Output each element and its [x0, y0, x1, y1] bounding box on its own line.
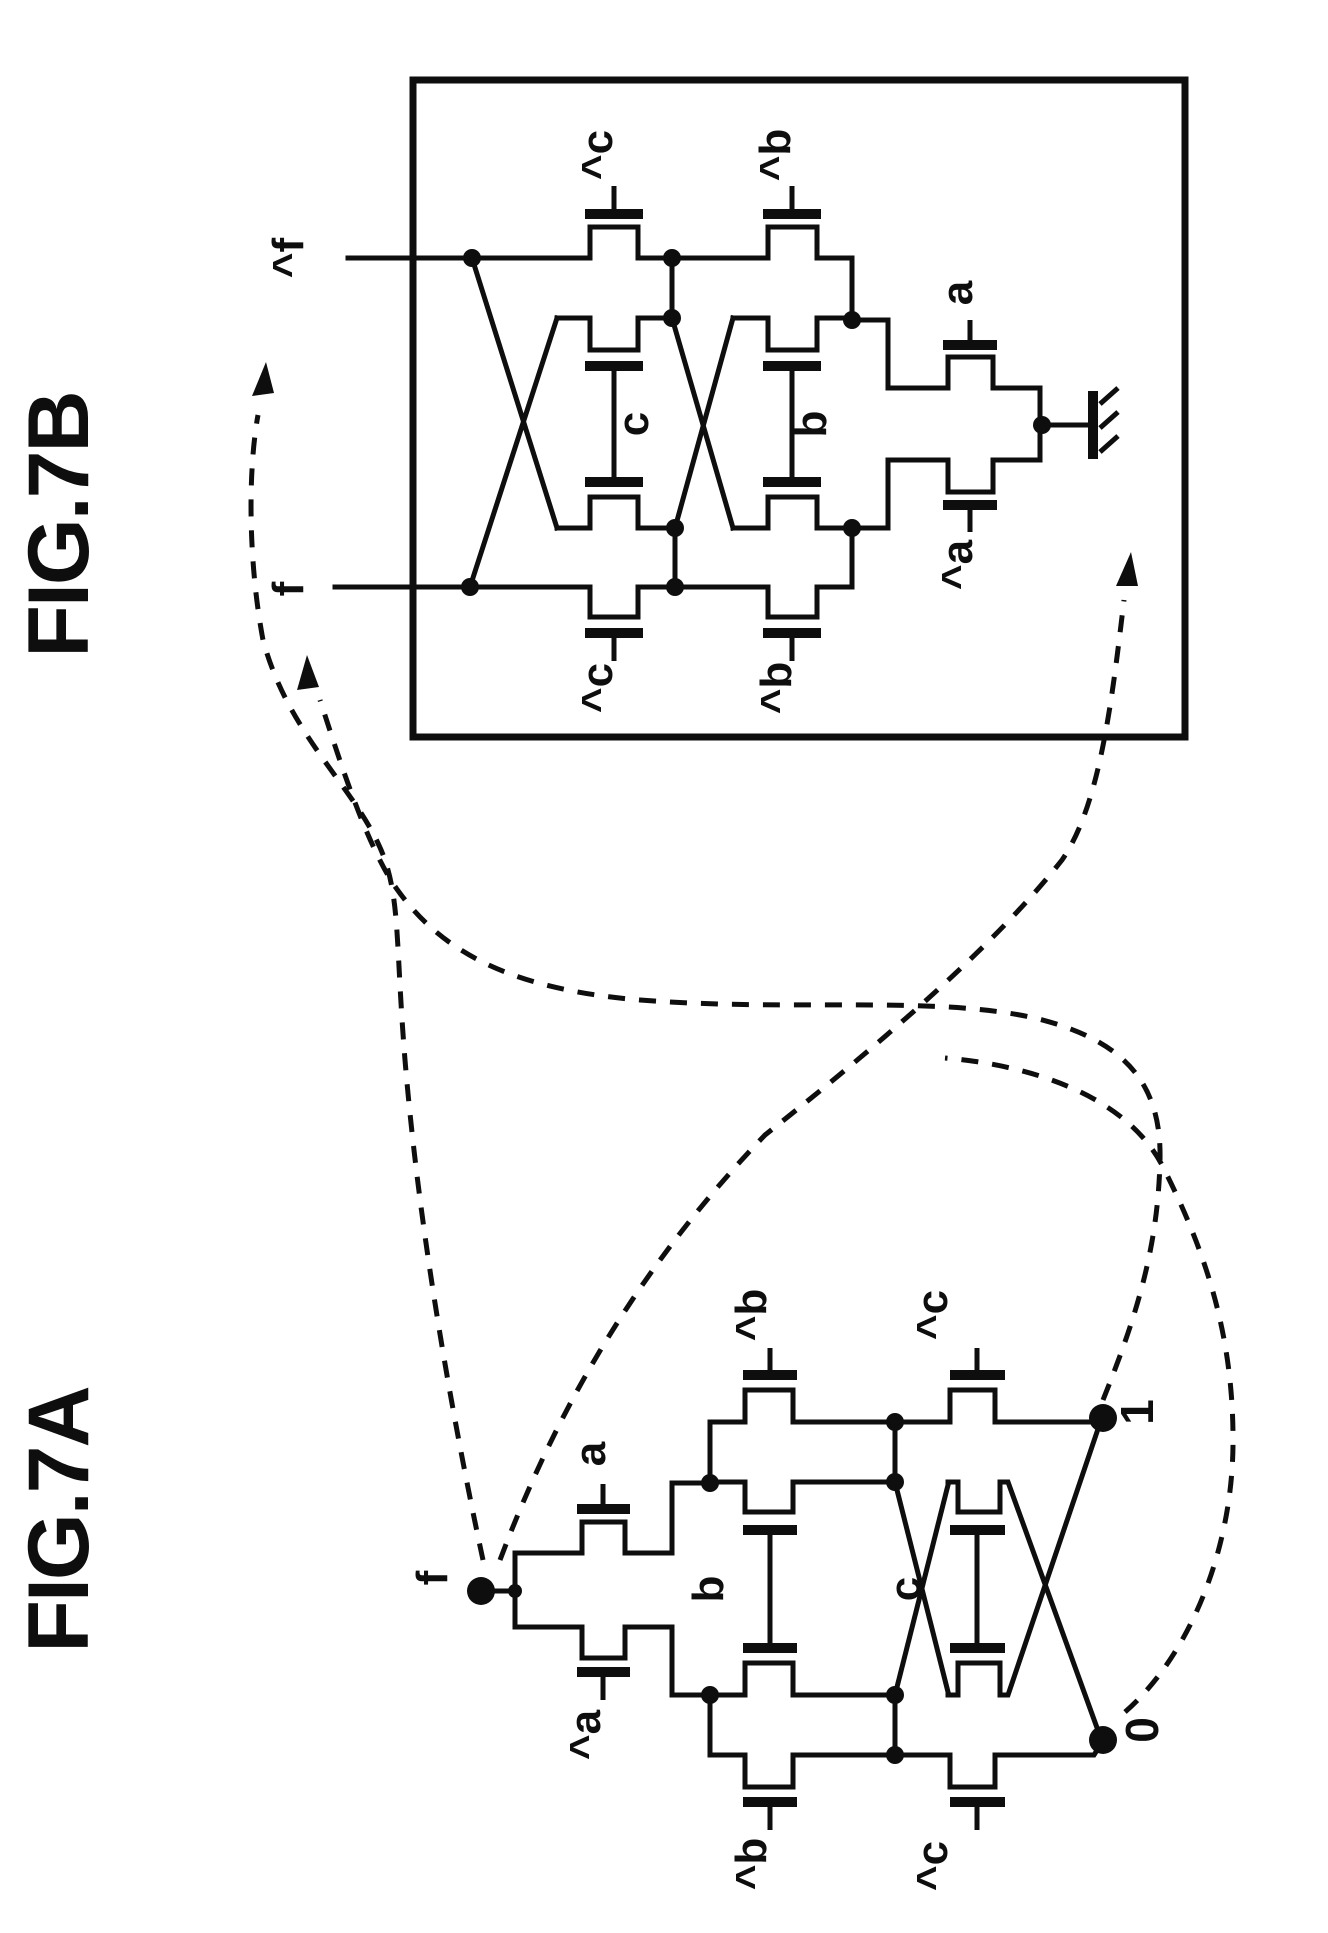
a-top-channel	[512, 1480, 713, 1556]
junction-dot	[666, 519, 684, 537]
cross-diagonal	[468, 254, 561, 532]
gate-label-a-bottom: ^a	[561, 1709, 610, 1760]
fig7a-circuit: FIG.7A	[11, 1289, 1168, 1891]
cross-diagonal	[891, 1481, 952, 1699]
fbar-output-label: ^f	[264, 237, 313, 278]
gate-label-b-bottom: ^b	[752, 662, 801, 715]
junction-dot	[886, 1686, 904, 1704]
fig7b-title: FIG.7B	[11, 392, 107, 657]
gate-label-a-top: a	[933, 280, 982, 305]
gate-label-a-bottom: ^a	[933, 539, 982, 590]
gate-label-b-top: ^b	[751, 129, 800, 182]
a-top-channel	[849, 317, 1043, 428]
b-lower-mid-channel	[707, 1660, 898, 1758]
cross-diagonal	[671, 314, 737, 532]
dashed-curve-f-to-ground	[497, 599, 1127, 1561]
fig7b-box	[409, 76, 1189, 741]
fbar-rail	[345, 224, 855, 323]
b-top-channel	[707, 1387, 898, 1486]
dashed-curve-zero-arc	[944, 1055, 1236, 1714]
junction-dot	[463, 249, 481, 267]
fig7a-title: FIG.7A	[11, 1387, 107, 1652]
junction-dot	[663, 309, 681, 327]
junction-dot	[508, 1584, 522, 1598]
a-bottom-channel	[512, 1624, 713, 1698]
fig7b-circuit: FIG.7B	[11, 76, 1189, 741]
gate-label-b-mid: b	[684, 1576, 733, 1603]
c-upper-mid-channel	[945, 1479, 1104, 1740]
junction-dot	[1033, 416, 1051, 434]
c-lower-mid-channel	[945, 1422, 1103, 1698]
b-bottom-channel	[707, 1692, 898, 1790]
dashed-arrowhead-icon	[297, 655, 319, 690]
terminal-dot-zero	[1089, 1726, 1117, 1754]
one-terminal-label: 1	[1111, 1399, 1163, 1425]
f-terminal-label: f	[408, 1570, 457, 1585]
c-bottom-channel	[892, 1740, 1105, 1790]
junction-dot	[666, 578, 684, 596]
terminal-dot-f	[467, 1577, 495, 1605]
c-top-channel	[892, 1387, 1107, 1425]
b-upper-mid-channel	[707, 1419, 898, 1515]
b-upper-mid-channel	[730, 315, 855, 353]
dashed-arrowhead-icon	[1116, 552, 1138, 586]
gate-label-c-bottom: ^c	[908, 1841, 957, 1891]
junction-dot	[886, 1746, 904, 1764]
junction-dot	[886, 1473, 904, 1491]
gate-label-c-top: ^c	[573, 130, 622, 180]
terminal-dot-one	[1089, 1404, 1117, 1432]
f-output-label: f	[264, 581, 313, 596]
junction-dot	[701, 1686, 719, 1704]
junction-dot	[701, 1474, 719, 1492]
cross-diagonal	[466, 314, 561, 591]
junction-dot	[843, 519, 861, 537]
b-lower-mid-channel	[730, 494, 855, 531]
ground-symbol	[1039, 386, 1120, 459]
gate-label-b-bottom: ^b	[727, 1838, 776, 1891]
dashed-arrowhead-icon	[252, 362, 274, 396]
junction-dot	[663, 249, 681, 267]
gate-label-c-mid: c	[881, 1577, 930, 1601]
correspondence-arrows	[248, 362, 1236, 1714]
dashed-curve-one-to-f	[317, 699, 1163, 1401]
f-rail	[332, 525, 855, 620]
c-lower-mid-channel	[554, 494, 678, 590]
junction-dot	[886, 1413, 904, 1431]
gate-label-c-bottom: ^c	[573, 663, 622, 713]
zero-terminal-label: 0	[1116, 1717, 1168, 1743]
gate-label-a-top: a	[566, 1441, 615, 1466]
gate-label-b-mid: b	[787, 411, 836, 438]
a-bottom-channel	[849, 422, 1043, 531]
c-upper-mid-channel	[554, 255, 675, 353]
junction-dot	[461, 578, 479, 596]
gate-label-c-mid: c	[609, 412, 658, 436]
junction-dot	[843, 311, 861, 329]
gate-label-c-top: ^c	[908, 1290, 957, 1340]
gate-label-b-top: ^b	[727, 1289, 776, 1342]
